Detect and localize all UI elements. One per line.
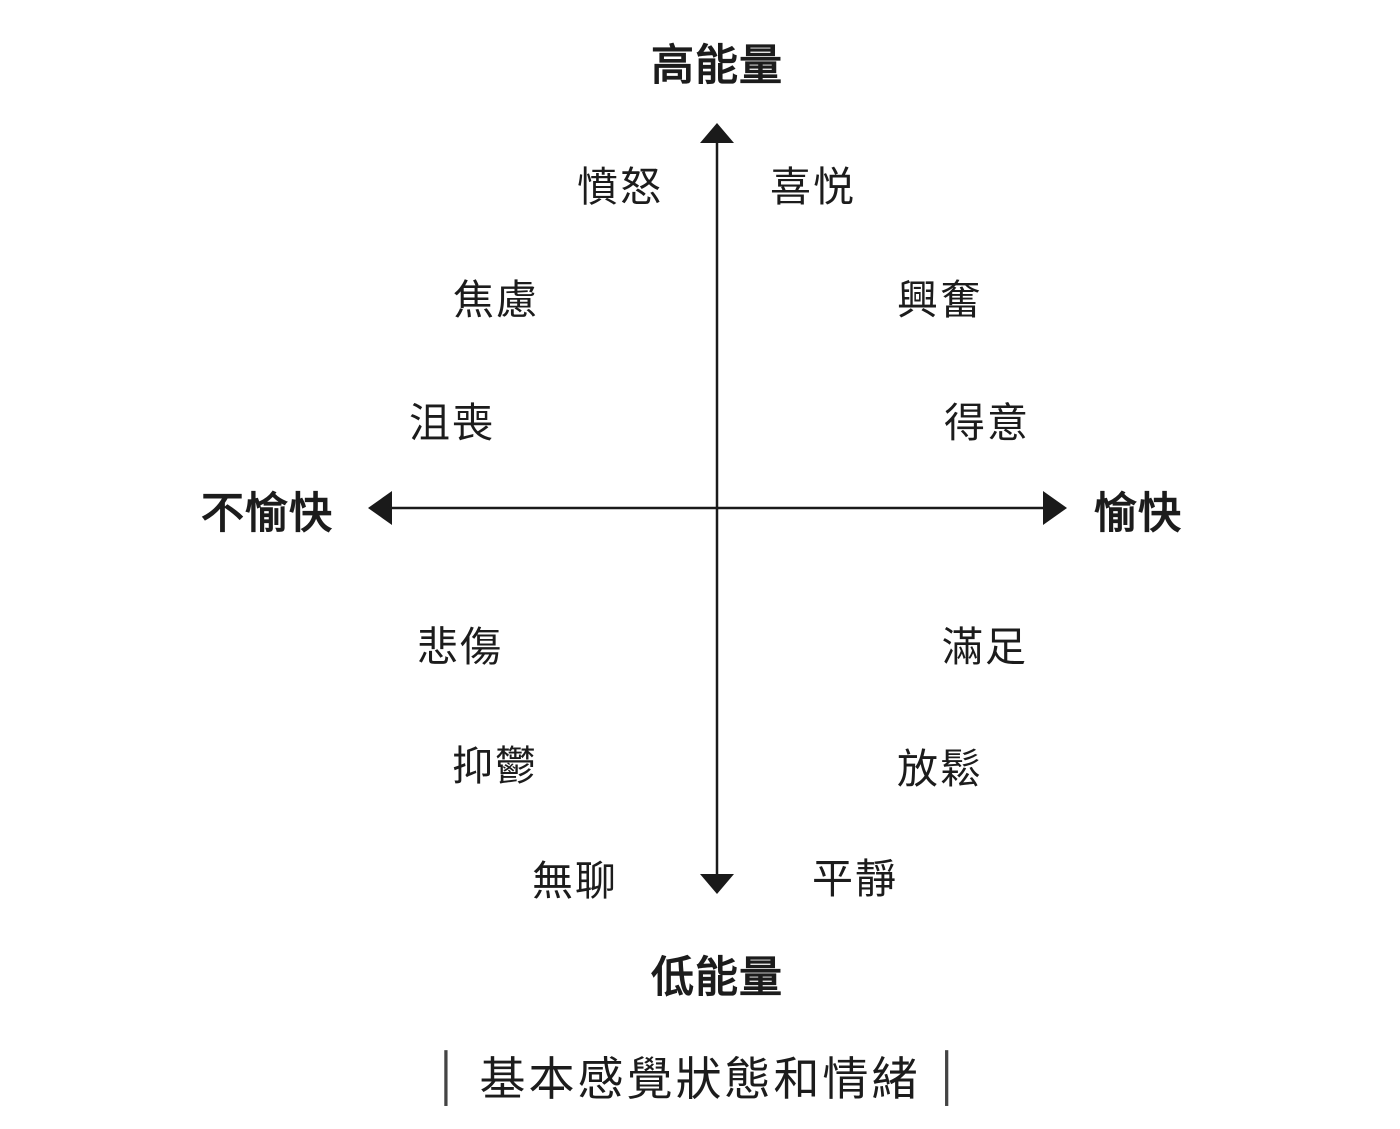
- axis-label-pleasant: 愉快: [1094, 490, 1182, 538]
- caption-text: 基本感覺狀態和情緒: [479, 1053, 921, 1105]
- emotion-label-joy: 喜悦: [770, 164, 856, 210]
- axis-label-low-energy: 低能量: [651, 954, 783, 1002]
- caption-left-bar: │: [433, 1050, 466, 1102]
- emotion-label-sadness: 悲傷: [417, 624, 503, 670]
- emotion-label-depression: 抑鬱: [452, 743, 538, 789]
- arrowhead-right-icon: [1043, 491, 1067, 525]
- axis-label-high-energy: 高能量: [651, 42, 783, 90]
- emotion-label-excitement: 興奮: [897, 277, 983, 323]
- emotion-label-anxiety: 焦慮: [453, 277, 539, 323]
- diagram-caption: │ 基本感覺狀態和情緒 │: [434, 1043, 967, 1109]
- emotion-label-relaxation: 放鬆: [897, 746, 983, 792]
- emotion-label-frustration: 沮喪: [409, 400, 495, 446]
- arrowhead-up-icon: [700, 123, 734, 143]
- emotion-label-contentment: 滿足: [942, 624, 1028, 670]
- axis-label-unpleasant: 不愉快: [201, 490, 333, 538]
- emotion-label-calm: 平靜: [812, 856, 898, 902]
- arrowhead-down-icon: [700, 874, 734, 894]
- emotion-label-anger: 憤怒: [577, 164, 663, 210]
- emotion-label-pride: 得意: [944, 400, 1030, 446]
- arrowhead-left-icon: [368, 491, 392, 525]
- emotion-label-boredom: 無聊: [532, 858, 618, 904]
- caption-right-bar: │: [934, 1050, 967, 1102]
